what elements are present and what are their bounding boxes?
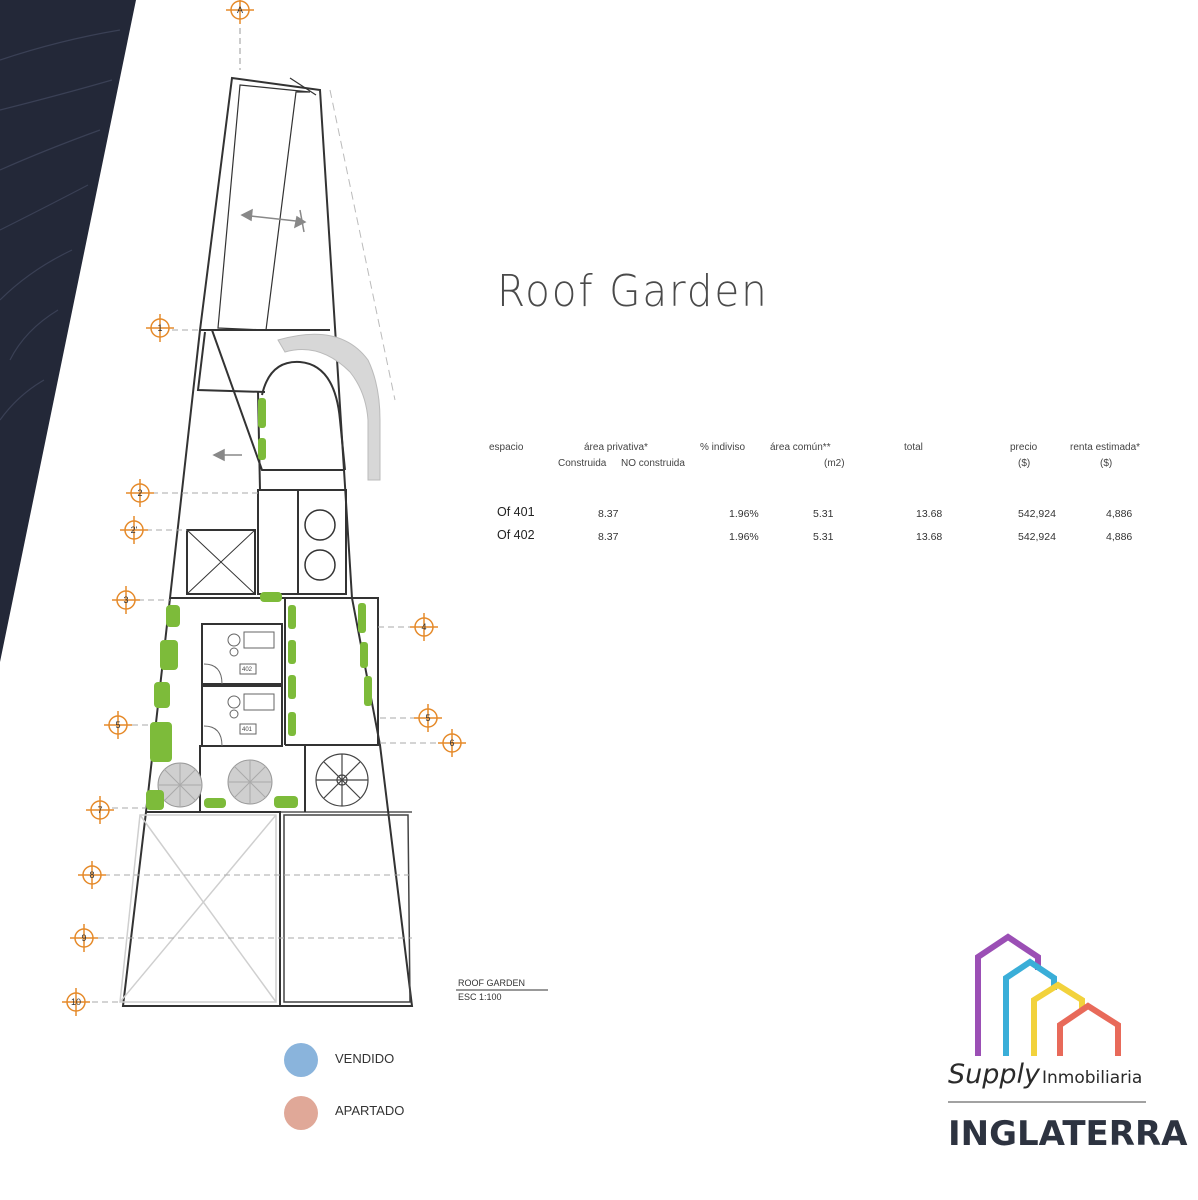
grid-label-2p: 2' [131,525,138,535]
cell-area-comun: 5.31 [813,531,834,543]
grid-label-9: 9 [81,933,86,943]
cell-indiviso: 1.96% [729,508,759,520]
sliding-arrows [212,208,307,462]
header-area-comun: área común** [770,442,831,453]
logo-inglaterra: INGLATERRA [948,1114,1188,1154]
spiral-stair [315,753,369,807]
header-precio-unit: ($) [1018,458,1031,469]
svg-text:402: 402 [242,667,253,673]
cell-espacio: Of 401 [497,505,535,519]
legend-dot-vendido [284,1043,318,1077]
grid-label-a: A [237,5,243,15]
grid-label-4: 4 [421,622,426,632]
header-total: total [904,442,923,453]
grid-markers [62,0,466,1016]
legend-label-vendido: VENDIDO [335,1051,395,1066]
cell-renta: 4,886 [1106,508,1133,520]
header-construida: Construida [558,458,607,469]
curved-planter [277,333,381,481]
cell-renta: 4,886 [1106,531,1133,543]
svg-text:401: 401 [242,727,253,733]
cell-total: 13.68 [916,531,943,543]
grid-label-1: 1 [157,323,162,333]
umbrella-icons [157,759,273,808]
grid-label-7: 7 [97,805,102,815]
cell-precio: 542,924 [1018,508,1056,520]
grid-label-8: 8 [89,870,94,880]
cell-total: 13.68 [916,508,943,520]
header-area-privativa: área privativa* [584,442,648,453]
cell-construida: 8.37 [598,508,619,520]
header-espacio: espacio [489,442,524,453]
header-indiviso: % indiviso [700,442,746,453]
topo-lines [0,29,121,421]
scale-value: ESC 1:100 [458,992,502,1002]
grid-label-2: 2 [137,488,142,498]
grid-label-5b: 5 [425,713,430,723]
grid-label-3: 3 [123,595,128,605]
page-title: Roof Garden [497,266,769,317]
cell-precio: 542,924 [1018,531,1056,543]
grid-label-10: 10 [71,997,81,1007]
legend-dot-apartado [284,1096,318,1130]
header-renta: renta estimada* [1070,442,1141,453]
plants [146,398,372,810]
cell-espacio: Of 402 [497,528,535,542]
header-renta-unit: ($) [1100,458,1113,469]
cell-construida: 8.37 [598,531,619,543]
logo-inmobiliaria: Inmobiliaria [1042,1068,1143,1088]
grid-label-6: 6 [449,738,454,748]
dark-corner-panel [0,0,136,662]
logo-supply: Supply [948,1059,1041,1090]
house-logo-icon [975,933,1121,1056]
scale-title: ROOF GARDEN [458,978,526,988]
header-precio: precio [1010,442,1038,453]
cell-indiviso: 1.96% [729,531,759,543]
cell-area-comun: 5.31 [813,508,834,520]
header-no-construida: NO construida [621,458,685,469]
header-area-comun-unit: (m2) [824,458,845,469]
grid-label-5: 5 [115,720,120,730]
legend-label-apartado: APARTADO [335,1103,405,1118]
